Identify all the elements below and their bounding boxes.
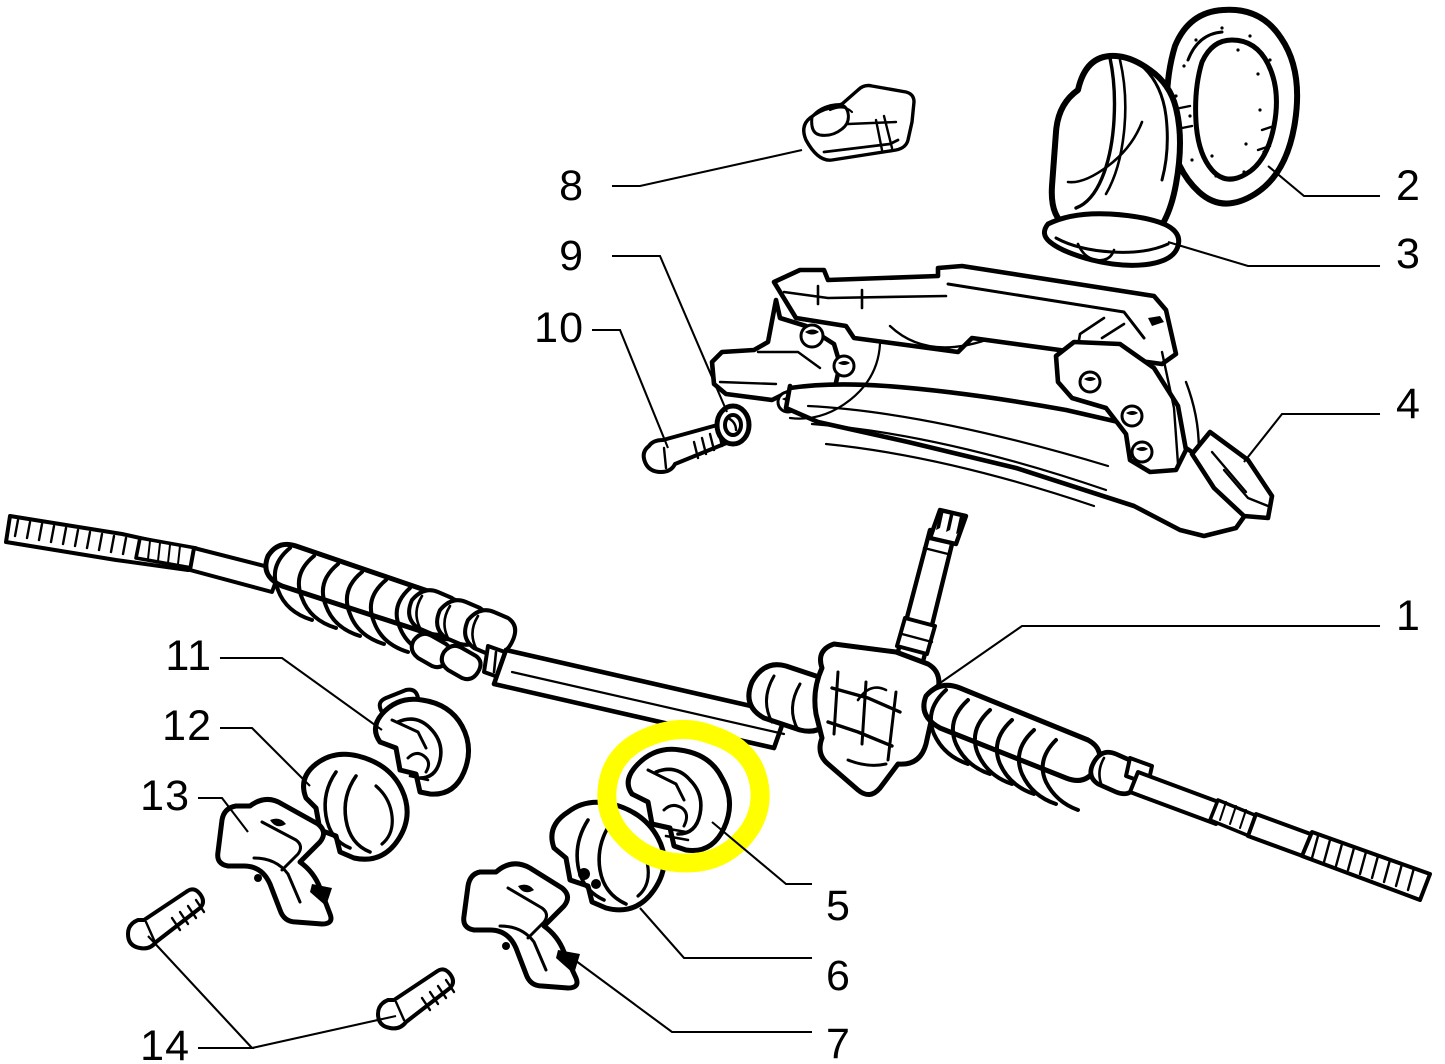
callout-number-13: 13 — [140, 772, 190, 820]
part-13-clamp-left — [215, 797, 334, 927]
part-9-washer — [714, 403, 752, 447]
callout-number-2: 2 — [1396, 162, 1421, 210]
leader-line-4 — [1243, 412, 1380, 463]
leader-line-5 — [711, 821, 812, 886]
leader-line-11 — [220, 656, 383, 731]
highlight-circle-part-5 — [597, 719, 770, 873]
leader-line-2 — [1267, 165, 1380, 198]
leader-line-6 — [639, 907, 812, 960]
part-14-bolt-left — [126, 887, 206, 951]
part-1-right-bellows-boot — [921, 682, 1103, 812]
part-1-right-tie-rod — [1128, 770, 1432, 902]
part-5-bush-upper-right — [625, 746, 732, 854]
part-8-small-bracket — [802, 83, 916, 162]
part-1-pinion-shaft — [887, 507, 969, 693]
part-1-left-tie-rod — [4, 514, 282, 594]
callout-number-12: 12 — [162, 702, 212, 750]
callout-number-3: 3 — [1396, 230, 1421, 278]
callout-number-4: 4 — [1396, 380, 1421, 428]
part-12-bush-lower-left — [301, 751, 410, 862]
callout-number-5: 5 — [826, 882, 851, 930]
leader-line-10 — [592, 328, 669, 449]
leader-line-3 — [1167, 240, 1380, 268]
part-11-bush-upper-left — [373, 696, 471, 797]
callout-number-14: 14 — [140, 1022, 190, 1064]
leader-line-13 — [198, 796, 249, 833]
part-4-crossmember-support-bracket — [709, 263, 1275, 539]
callout-number-6: 6 — [826, 952, 851, 1000]
part-1-gearbox-housing — [812, 641, 942, 797]
part-7-clamp-right — [461, 861, 580, 991]
callout-number-11: 11 — [165, 632, 212, 680]
part-3-rubber-gaiter-boot — [1042, 52, 1183, 268]
leader-line-12 — [220, 726, 311, 787]
callout-number-7: 7 — [826, 1020, 851, 1064]
leader-line-14b — [251, 1014, 397, 1050]
callout-number-9: 9 — [559, 232, 584, 280]
leader-line-8 — [612, 148, 803, 188]
callout-number-10: 10 — [534, 304, 584, 352]
callout-number-1: 1 — [1396, 592, 1421, 640]
leader-line-7 — [571, 957, 812, 1034]
leader-lines — [147, 148, 1380, 1050]
part-1-right-boot-endcap — [1088, 749, 1154, 797]
leader-line-9 — [612, 254, 728, 413]
callout-labels: 1 2 3 4 5 6 7 8 9 10 11 12 13 14 — [140, 162, 1421, 1064]
part-1-rack-tube — [491, 647, 789, 751]
part-14-bolt-right — [376, 967, 456, 1031]
leader-line-1 — [929, 624, 1380, 691]
callout-number-8: 8 — [559, 162, 584, 210]
